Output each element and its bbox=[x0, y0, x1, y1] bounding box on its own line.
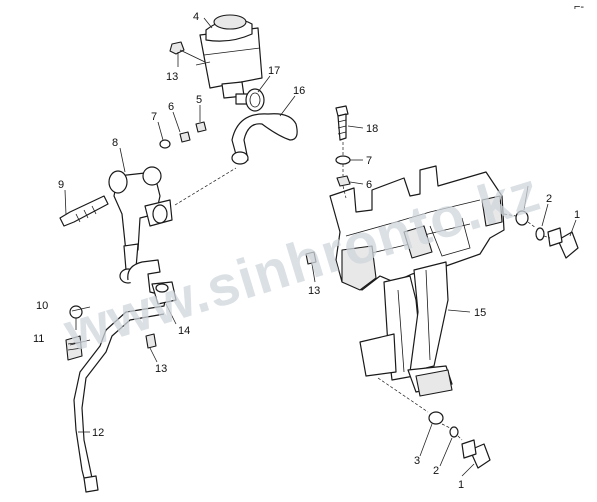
callout-9: 9 bbox=[58, 179, 64, 191]
washer-3-lower bbox=[428, 411, 444, 425]
axis-line-lower bbox=[377, 377, 463, 441]
pedal-bracket-15 bbox=[329, 165, 505, 397]
part-5-left bbox=[195, 121, 207, 133]
washer-3-upper bbox=[515, 210, 529, 226]
callout-12: 12 bbox=[92, 427, 104, 439]
callout-8: 8 bbox=[112, 137, 118, 149]
callout-14: 14 bbox=[178, 325, 190, 337]
bolt-13-bracket bbox=[305, 251, 317, 265]
hose-16 bbox=[231, 113, 298, 165]
callout-6-right: 6 bbox=[366, 179, 372, 191]
callout-4: 4 bbox=[193, 11, 199, 23]
callout-10: 10 bbox=[36, 300, 48, 312]
clutch-tube-12 bbox=[73, 259, 167, 493]
corner-mark: ⌐- bbox=[574, 1, 584, 13]
part-10 bbox=[69, 305, 83, 330]
callout-6-left: 6 bbox=[168, 101, 174, 113]
washer-2-upper bbox=[535, 227, 545, 241]
callout-7-left: 7 bbox=[151, 111, 157, 123]
callout-labels: 4 13 17 16 5 6 7 8 9 10 11 12 14 13 13 1… bbox=[33, 1, 584, 491]
part-11 bbox=[65, 335, 83, 361]
washer-7-left bbox=[159, 139, 171, 149]
callout-2-upper: 2 bbox=[546, 193, 552, 205]
callout-17: 17 bbox=[268, 65, 280, 77]
fitting-14 bbox=[151, 281, 177, 305]
callout-15: 15 bbox=[474, 307, 486, 319]
callout-18: 18 bbox=[366, 123, 378, 135]
callout-13-top: 13 bbox=[166, 71, 178, 83]
bolt-18 bbox=[335, 105, 349, 141]
callout-2-lower: 2 bbox=[433, 465, 439, 477]
bolt-13-top bbox=[169, 41, 206, 63]
washer-7-right bbox=[335, 155, 351, 165]
callout-11: 11 bbox=[33, 333, 44, 345]
leader-lines bbox=[64, 17, 577, 477]
callout-16: 16 bbox=[293, 85, 305, 97]
callout-7-right: 7 bbox=[366, 155, 372, 167]
callout-5: 5 bbox=[196, 94, 202, 106]
bolt-13-lower bbox=[145, 333, 157, 349]
bolt-1-upper bbox=[547, 227, 579, 259]
callout-1-upper: 1 bbox=[574, 209, 580, 221]
bolt-1-lower bbox=[461, 439, 491, 469]
callout-3: 3 bbox=[414, 455, 420, 467]
callout-13-lower: 13 bbox=[155, 363, 167, 375]
callout-1-lower: 1 bbox=[458, 479, 464, 491]
axis-line-upper bbox=[503, 213, 551, 239]
hose-clamp-17 bbox=[245, 88, 265, 112]
nut-6-right bbox=[336, 175, 351, 187]
callout-13-bracket: 13 bbox=[308, 285, 320, 297]
clutch-master-cylinder bbox=[108, 166, 173, 284]
washer-2-lower bbox=[449, 426, 459, 438]
nut-6-left bbox=[179, 131, 191, 143]
axis-line-bolt-18 bbox=[342, 142, 347, 199]
bolt-9 bbox=[59, 195, 109, 227]
axis-line-cylinder bbox=[174, 167, 237, 206]
